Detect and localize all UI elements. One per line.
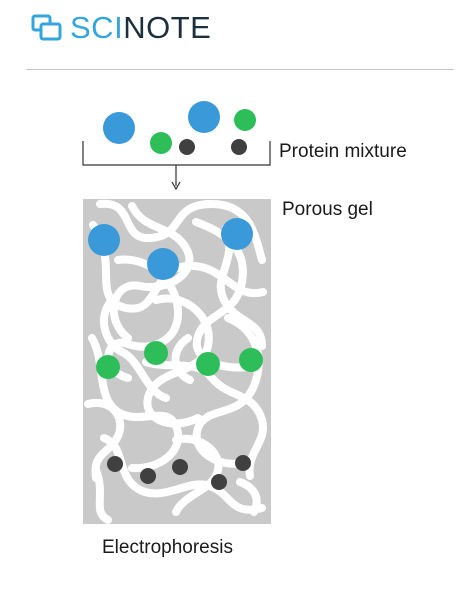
scinote-logo: SCINOTE xyxy=(30,12,211,43)
small-protein xyxy=(231,139,247,155)
small-protein xyxy=(140,468,156,484)
electrophoresis-label: Electrophoresis xyxy=(102,537,233,558)
large-protein xyxy=(103,112,135,144)
small-protein xyxy=(107,456,123,472)
small-protein xyxy=(211,474,227,490)
arrow-down-icon xyxy=(171,181,181,191)
logo-wordmark: SCINOTE xyxy=(70,12,211,43)
logo-wordmark-note: NOTE xyxy=(123,10,212,45)
small-protein xyxy=(172,459,188,475)
large-protein xyxy=(147,248,179,280)
medium-protein xyxy=(96,355,120,379)
protein-mixture-label: Protein mixture xyxy=(279,141,407,162)
porous-gel xyxy=(83,199,271,524)
porous-gel-label: Porous gel xyxy=(282,199,373,220)
gel-fibers xyxy=(84,199,268,524)
header-divider xyxy=(26,69,454,70)
medium-protein xyxy=(150,132,172,154)
small-protein xyxy=(235,455,251,471)
small-protein xyxy=(179,139,195,155)
protein-mixture xyxy=(103,101,256,155)
logo-wordmark-sci: SCI xyxy=(70,10,124,45)
large-protein xyxy=(221,218,253,250)
medium-protein xyxy=(144,341,168,365)
large-protein xyxy=(88,224,120,256)
scinote-logo-icon xyxy=(31,14,62,40)
medium-protein xyxy=(196,352,220,376)
medium-protein xyxy=(234,109,256,131)
medium-protein xyxy=(239,348,263,372)
large-protein xyxy=(188,101,220,133)
